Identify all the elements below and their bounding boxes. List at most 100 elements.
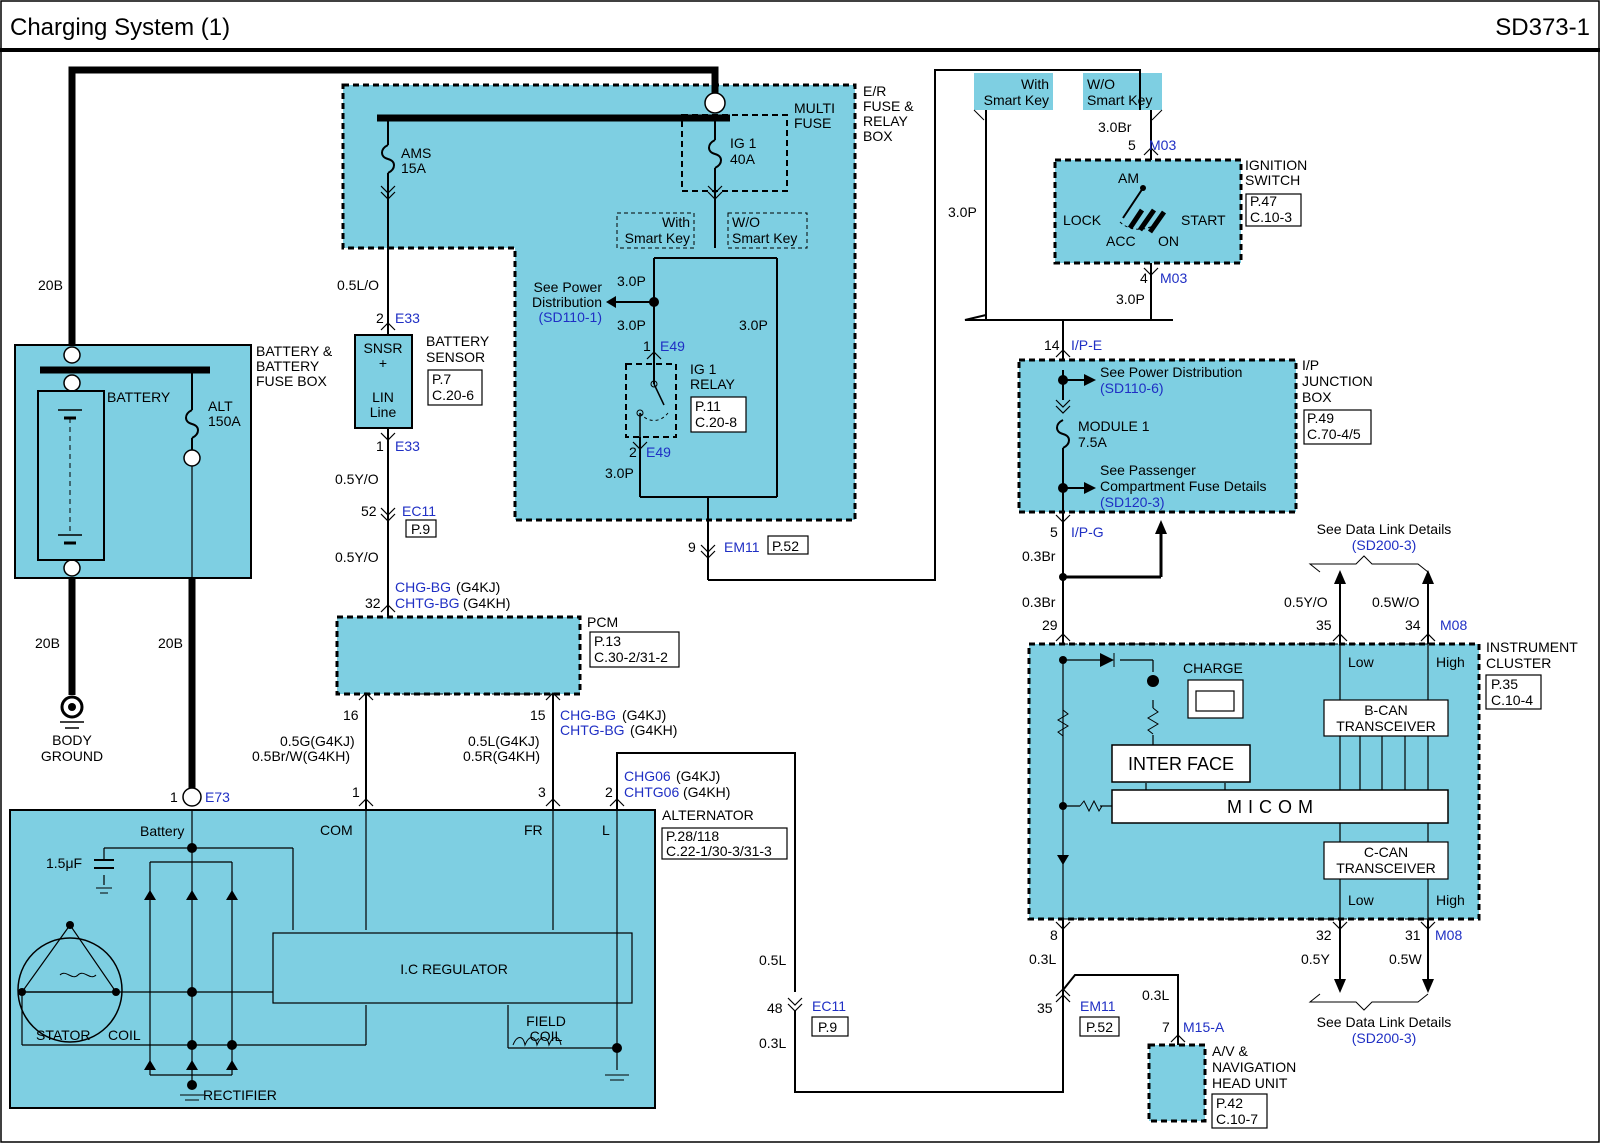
wire-30p-c: 3.0P [739,317,768,333]
conn-ec11-top-ref: P.9 [411,521,430,537]
alternator-ref-2: C.22-1/30-3/31-3 [666,843,772,859]
er-box-label-2: FUSE & [863,98,914,114]
wire-20b-top: 20B [38,277,63,293]
conn-m15a: M15-A [1183,1019,1225,1035]
ip-junction-ref-2: C.70-4/5 [1307,426,1361,442]
conn-ipg: I/P-G [1071,524,1104,540]
ign-lock: LOCK [1063,212,1102,228]
conn-em11-bottom: EM11 [1080,998,1116,1014]
battery-sensor-ref-1: P.7 [432,371,451,387]
ignition-switch-ref-1: P.47 [1250,193,1277,209]
conn-ec11-top: EC11 [402,503,436,519]
ign-start: START [1181,212,1226,228]
connector-labels: 2 E33 1 E33 52 EC11 P.9 32 CHG-BG (G4KJ)… [170,137,1467,1035]
data-link-bottom-text: See Data Link Details [1317,1014,1452,1030]
battery-cables [40,66,730,790]
pin-m08-31: 31 [1405,927,1421,943]
er-box-label-4: BOX [863,128,893,144]
pin-m03-4: 4 [1140,270,1148,286]
ams-fuse-rating: 15A [401,160,427,176]
ip-junction-label-3: BOX [1302,389,1332,405]
wire-30p-b: 3.0P [617,317,646,333]
sig-pcm-32-2: CHTG-BG [395,595,460,611]
battery-box-label-3: FUSE BOX [256,373,327,389]
var-pcm-15-2: (G4KH) [630,722,677,738]
av-head-unit-ref-2: C.10-7 [1216,1111,1258,1127]
bcan-label-2: TRANSCEIVER [1336,718,1436,734]
battery-sensor-label-2: SENSOR [426,349,485,365]
pin-m08-29: 29 [1042,617,1058,633]
pin-em11-35: 35 [1037,1000,1053,1016]
field-coil-label-1: FIELD [526,1013,566,1029]
stator-label: STATOR [36,1027,90,1043]
ign-on: ON [1158,233,1179,249]
wire-30p-ign: 3.0P [1116,291,1145,307]
conn-ipe: I/P-E [1071,337,1102,353]
conn-e33-top: E33 [395,310,420,326]
av-head-unit-label-2: NAVIGATION [1212,1059,1296,1075]
pin-e33-2: 2 [376,310,384,326]
ig1-relay-ref-2: C.20-8 [695,414,737,430]
wire-05yo-a: 0.5Y/O [335,471,379,487]
see-power-dist-2: Distribution [532,294,602,310]
av-head-unit-label-1: A/V & [1212,1043,1248,1059]
ip-see-passenger-link: (SD120-3) [1100,494,1165,510]
ccan-label-2: TRANSCEIVER [1336,860,1436,876]
ig1-relay-label-1: IG 1 [690,361,717,377]
er-wo-smart-key-2: Smart Key [732,230,797,246]
wire-03br-a: 0.3Br [1022,548,1056,564]
pcm-ref-2: C.30-2/31-2 [594,649,668,665]
ig1-fuse-label: IG 1 [730,135,757,151]
conn-em11-top: EM11 [724,539,760,555]
wire-05w: 0.5W [1389,951,1422,967]
labels: E/R FUSE & RELAY BOX MULTI FUSE IG 1 40A… [36,76,1578,1127]
battery-sensor-ref-2: C.20-6 [432,387,474,403]
pin-ec11-48: 48 [767,1000,783,1016]
conn-em11-bottom-ref: P.52 [1086,1019,1113,1035]
ip-junction-ref-1: P.49 [1307,410,1334,426]
conn-e73: E73 [205,789,230,805]
data-link-bottom-link: (SD200-3) [1352,1030,1417,1046]
cluster-high-bottom: High [1436,892,1465,908]
bcan-label-1: B-CAN [1364,702,1408,718]
pin-alt-3: 3 [538,784,546,800]
fr-terminal: FR [524,822,543,838]
ic-regulator-label: I.C REGULATOR [400,961,508,977]
ip-see-passenger-2: Compartment Fuse Details [1100,478,1267,494]
micom-label: MICOM [1227,797,1319,817]
coil-label: COIL [108,1027,141,1043]
ign-wo-smart-key-2: Smart Key [1087,92,1152,108]
conn-em11-top-ref: P.52 [772,538,799,554]
sensor-plus: + [379,355,387,371]
ign-acc: ACC [1106,233,1136,249]
wire-05l-b: 0.5L [759,952,786,968]
capacitor-label: 1.5μF [46,855,82,871]
body-ground-label-2: GROUND [41,748,103,764]
wire-size-labels: 20B 20B 20B 0.5L/O 0.5Y/O 0.5Y/O 3.0P 3.… [35,119,1422,1051]
er-with-smart-key-2: Smart Key [625,230,690,246]
alt-fuse-label: ALT [208,398,233,414]
var-pcm-32-2: (G4KH) [463,595,510,611]
pcm-ref-1: P.13 [594,633,621,649]
ig1-relay-ref-1: P.11 [695,398,721,414]
wire-05g: 0.5G(G4KJ) [280,733,355,749]
pin-m08-8: 8 [1050,927,1058,943]
ig1-relay-label-2: RELAY [690,376,736,392]
wire-05r: 0.5R(G4KH) [463,748,540,764]
l-terminal: L [602,822,610,838]
page-title: Charging System (1) [10,14,230,41]
module1-fuse-label: MODULE 1 [1078,418,1150,434]
pin-m08-35: 35 [1316,617,1332,633]
ignition-switch-ref-2: C.10-3 [1250,209,1292,225]
pin-ipg-5: 5 [1050,524,1058,540]
charge-lamp-label: CHARGE [1183,660,1243,676]
pin-m08-34: 34 [1405,617,1421,633]
ip-see-power: See Power Distribution [1100,364,1242,380]
data-link-top-link: (SD200-3) [1352,537,1417,553]
wire-05brw: 0.5Br/W(G4KH) [252,748,350,764]
pin-e33-1: 1 [376,438,384,454]
wire-05wo: 0.5W/O [1372,594,1420,610]
sensor-line: Line [370,404,397,420]
